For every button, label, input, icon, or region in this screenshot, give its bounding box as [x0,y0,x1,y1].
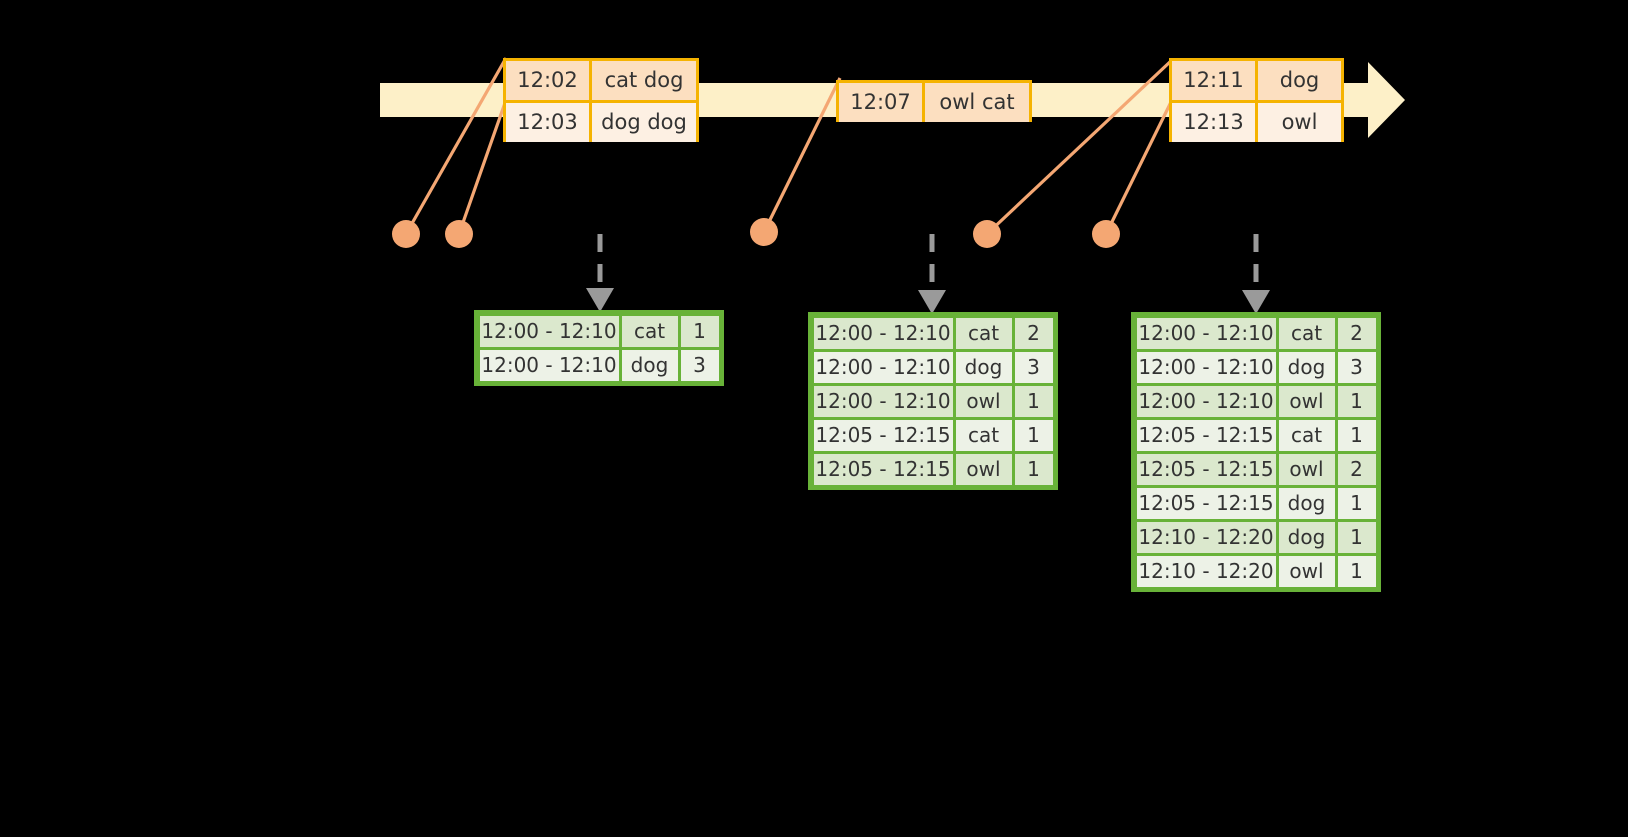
event-row[interactable]: 12:07 owl cat [839,83,1029,122]
event-time: 12:13 [1172,103,1258,142]
table-row[interactable]: 12:05 - 12:15 owl 1 [812,452,1054,486]
count-cell: 1 [1337,385,1376,417]
key-cell: dog [1278,521,1335,553]
table-row[interactable]: 12:10 - 12:20 owl 1 [1135,554,1377,588]
key-cell: cat [955,317,1012,349]
table-row[interactable]: 12:10 - 12:20 dog 1 [1135,520,1377,554]
count-cell: 3 [1337,351,1376,383]
event-payload: dog dog [592,103,696,142]
event-row[interactable]: 12:13 owl [1172,100,1341,142]
window-cell: 12:00 - 12:10 [1136,385,1276,417]
count-cell: 1 [1014,419,1053,451]
table-row[interactable]: 12:05 - 12:15 owl 2 [1135,452,1377,486]
key-cell: dog [621,349,678,381]
window-cell: 12:05 - 12:15 [1136,453,1276,485]
event-row[interactable]: 12:02 cat dog [506,61,696,100]
key-cell: cat [955,419,1012,451]
window-cell: 12:00 - 12:10 [479,349,619,381]
event-row[interactable]: 12:11 dog [1172,61,1341,100]
connector-dots [392,218,1120,248]
count-cell: 1 [1337,555,1376,587]
key-cell: cat [1278,419,1335,451]
table-row[interactable]: 12:00 - 12:10 dog 3 [812,350,1054,384]
event-time: 12:07 [839,83,925,122]
window-cell: 12:05 - 12:15 [1136,487,1276,519]
key-cell: owl [1278,385,1335,417]
key-cell: owl [955,453,1012,485]
window-cell: 12:05 - 12:15 [813,453,953,485]
event-time: 12:11 [1172,61,1258,100]
count-cell: 2 [1337,317,1376,349]
window-cell: 12:00 - 12:10 [1136,351,1276,383]
table-row[interactable]: 12:05 - 12:15 cat 1 [812,418,1054,452]
emit-arrows [597,234,1259,292]
key-cell: dog [1278,351,1335,383]
event-payload: dog [1258,61,1341,100]
key-cell: cat [1278,317,1335,349]
table-row[interactable]: 12:00 - 12:10 owl 1 [812,384,1054,418]
connector-dot-4 [973,220,1001,248]
event-payload: owl [1258,103,1341,142]
window-cell: 12:00 - 12:10 [1136,317,1276,349]
count-cell: 3 [1014,351,1053,383]
emit-arrow-head-1 [586,288,614,312]
key-cell: cat [621,315,678,347]
event-time: 12:03 [506,103,592,142]
connector-line-5 [1104,99,1174,235]
count-cell: 3 [680,349,719,381]
count-cell: 1 [1014,385,1053,417]
emit-arrow-head-2 [918,290,946,314]
window-cell: 12:05 - 12:15 [813,419,953,451]
event-group-2[interactable]: 12:07 owl cat [836,80,1032,122]
count-cell: 1 [1337,419,1376,451]
event-group-1[interactable]: 12:02 cat dog 12:03 dog dog [503,58,699,142]
table-row[interactable]: 12:00 - 12:10 cat 1 [478,314,720,348]
key-cell: dog [1278,487,1335,519]
key-cell: dog [955,351,1012,383]
count-cell: 1 [1337,521,1376,553]
window-counts-table-1[interactable]: 12:00 - 12:10 cat 1 12:00 - 12:10 dog 3 [474,310,724,386]
key-cell: owl [955,385,1012,417]
window-cell: 12:00 - 12:10 [813,385,953,417]
window-cell: 12:00 - 12:10 [813,317,953,349]
connector-line-3 [762,77,842,233]
connector-line-2 [457,99,508,235]
key-cell: owl [1278,453,1335,485]
window-cell: 12:10 - 12:20 [1136,521,1276,553]
count-cell: 1 [1014,453,1053,485]
connector-dot-2 [445,220,473,248]
table-row[interactable]: 12:00 - 12:10 dog 3 [1135,350,1377,384]
table-row[interactable]: 12:00 - 12:10 owl 1 [1135,384,1377,418]
count-cell: 2 [1014,317,1053,349]
window-cell: 12:00 - 12:10 [479,315,619,347]
table-row[interactable]: 12:05 - 12:15 cat 1 [1135,418,1377,452]
window-counts-table-2[interactable]: 12:00 - 12:10 cat 2 12:00 - 12:10 dog 3 … [808,312,1058,490]
window-counts-table-3[interactable]: 12:00 - 12:10 cat 2 12:00 - 12:10 dog 3 … [1131,312,1381,592]
table-row[interactable]: 12:00 - 12:10 cat 2 [812,316,1054,350]
table-row[interactable]: 12:00 - 12:10 dog 3 [478,348,720,382]
table-row[interactable]: 12:00 - 12:10 cat 2 [1135,316,1377,350]
window-cell: 12:05 - 12:15 [1136,419,1276,451]
connector-dot-3 [750,218,778,246]
event-payload: cat dog [592,61,696,100]
event-time: 12:02 [506,61,592,100]
table-row[interactable]: 12:05 - 12:15 dog 1 [1135,486,1377,520]
connector-dot-5 [1092,220,1120,248]
key-cell: owl [1278,555,1335,587]
emit-arrow-head-3 [1242,290,1270,314]
window-cell: 12:00 - 12:10 [813,351,953,383]
event-group-3[interactable]: 12:11 dog 12:13 owl [1169,58,1344,142]
event-payload: owl cat [925,83,1029,122]
count-cell: 2 [1337,453,1376,485]
count-cell: 1 [680,315,719,347]
count-cell: 1 [1337,487,1376,519]
event-row[interactable]: 12:03 dog dog [506,100,696,142]
window-cell: 12:10 - 12:20 [1136,555,1276,587]
connector-line-1 [404,57,508,235]
connector-dot-1 [392,220,420,248]
